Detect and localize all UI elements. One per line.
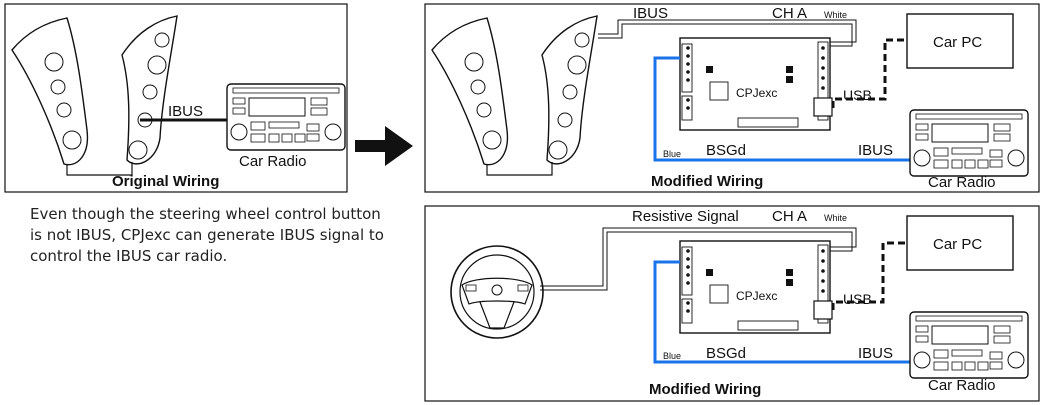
usb-cable [831, 38, 905, 108]
usb-label: USB [843, 87, 872, 103]
car-radio-unit [909, 109, 1029, 177]
cpjexc-board [679, 240, 833, 334]
description-line: control the IBUS car radio. [30, 247, 228, 265]
modified-wiring-caption: Modified Wiring [649, 381, 761, 398]
cpjexc-board [679, 37, 833, 131]
car-pc-box [906, 13, 1014, 69]
channel-label: CH A [772, 5, 807, 22]
ibus-label: IBUS [858, 142, 893, 159]
description-line: is not IBUS, CPJexc can generate IBUS si… [30, 226, 384, 244]
device-label: CPJexc [736, 86, 777, 100]
car-pc-label: Car PC [933, 236, 982, 253]
car-radio-unit [909, 311, 1029, 379]
channel-label: CH A [772, 208, 807, 225]
wire-color-label: White [824, 213, 847, 223]
steering-wheel [450, 245, 544, 339]
wire-color-label: White [824, 10, 847, 20]
blue-ibus-wire [653, 260, 910, 364]
car-pc-box [906, 215, 1014, 271]
car-radio-unit [226, 83, 346, 151]
usb-label: USB [843, 291, 872, 307]
input-signal-label: IBUS [633, 5, 668, 22]
original-wiring-caption: Original Wiring [112, 173, 219, 190]
blue-wire-label: Blue [663, 351, 681, 361]
device-label: CPJexc [736, 289, 777, 303]
usb-cable [831, 241, 905, 310]
bsgd-label: BSGd [706, 142, 746, 159]
ibus-label: IBUS [168, 103, 203, 120]
input-signal-label: Resistive Signal [632, 208, 739, 225]
car-pc-label: Car PC [933, 34, 982, 51]
car-radio-label: Car Radio [239, 153, 307, 170]
signal-wire-inner [598, 23, 853, 47]
description-text: Even though the steering wheel control b… [30, 204, 410, 267]
description-line: Even though the steering wheel control b… [30, 205, 381, 223]
bsgd-label: BSGd [706, 345, 746, 362]
ibus-label: IBUS [858, 345, 893, 362]
car-radio-label: Car Radio [928, 377, 996, 394]
arrow-right-icon [355, 126, 413, 166]
blue-wire-label: Blue [663, 149, 681, 159]
car-radio-label: Car Radio [928, 174, 996, 191]
signal-wire-inner [540, 231, 853, 291]
blue-ibus-wire [653, 56, 910, 162]
modified-wiring-caption: Modified Wiring [651, 173, 763, 190]
